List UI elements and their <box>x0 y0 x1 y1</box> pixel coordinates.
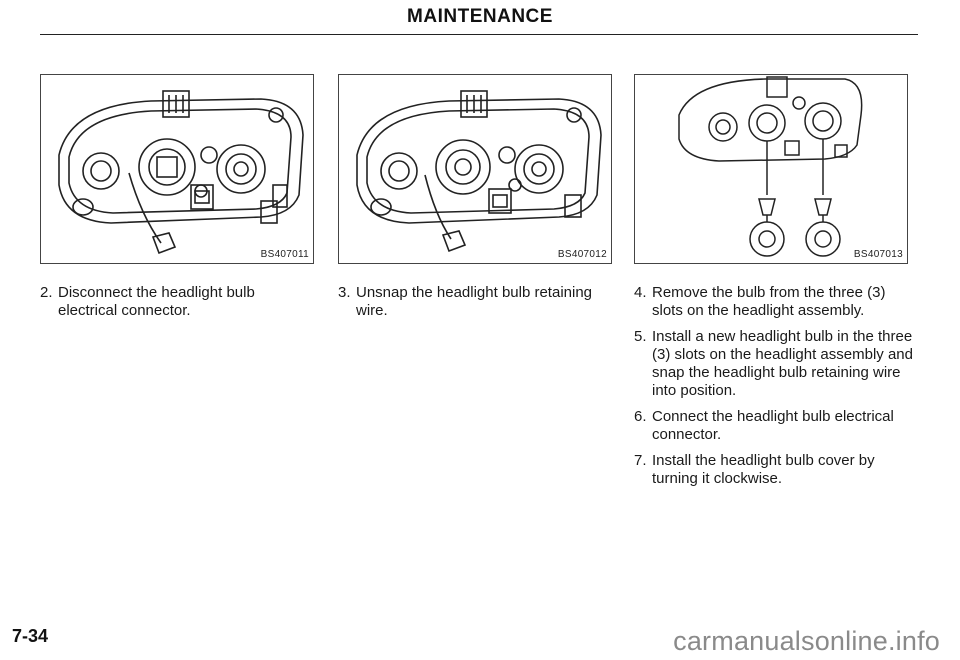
step-item: 2. Disconnect the headlight bulb electri… <box>40 284 310 320</box>
headlight-bulb-removal-illustration <box>678 76 863 257</box>
step-number: 5. <box>634 328 647 345</box>
figure-remove-bulb: BS407013 <box>634 74 908 264</box>
step-item: 4. Remove the bulb from the three (3) sl… <box>634 284 914 320</box>
page-number: 7-34 <box>12 626 49 646</box>
step-number: 3. <box>338 284 351 301</box>
watermark: carmanualsonline.info <box>673 626 940 656</box>
figure-unsnap-wire: BS407012 <box>338 74 612 264</box>
header-divider <box>40 34 918 35</box>
step-item: 5. Install a new headlight bulb in the t… <box>634 328 914 400</box>
step-text: Remove the bulb from the three (3) slots… <box>652 284 886 319</box>
headlight-assembly-illustration <box>58 90 304 255</box>
step-text: Connect the headlight bulb electrical co… <box>652 408 894 443</box>
instruction-column-3: 4. Remove the bulb from the three (3) sl… <box>634 284 914 496</box>
figure-code: BS407011 <box>260 249 309 260</box>
headlight-assembly-illustration <box>356 90 602 253</box>
step-text: Disconnect the headlight bulb electrical… <box>58 284 255 319</box>
step-text: Install a new headlight bulb in the thre… <box>652 328 913 399</box>
step-item: 3. Unsnap the headlight bulb retaining w… <box>338 284 610 320</box>
step-item: 6. Connect the headlight bulb electrical… <box>634 408 914 444</box>
step-number: 2. <box>40 284 53 301</box>
figure-disconnect-connector: BS407011 <box>40 74 314 264</box>
instruction-column-1: 2. Disconnect the headlight bulb electri… <box>40 284 310 328</box>
step-number: 7. <box>634 452 647 469</box>
figure-code: BS407013 <box>853 249 903 260</box>
step-text: Install the headlight bulb cover by turn… <box>652 452 875 487</box>
page-title: MAINTENANCE <box>407 6 553 27</box>
step-text: Unsnap the headlight bulb retaining wire… <box>356 284 593 319</box>
figure-code: BS407012 <box>557 249 607 260</box>
step-number: 4. <box>634 284 647 301</box>
instruction-column-2: 3. Unsnap the headlight bulb retaining w… <box>338 284 610 328</box>
step-number: 6. <box>634 408 647 425</box>
step-item: 7. Install the headlight bulb cover by t… <box>634 452 914 488</box>
